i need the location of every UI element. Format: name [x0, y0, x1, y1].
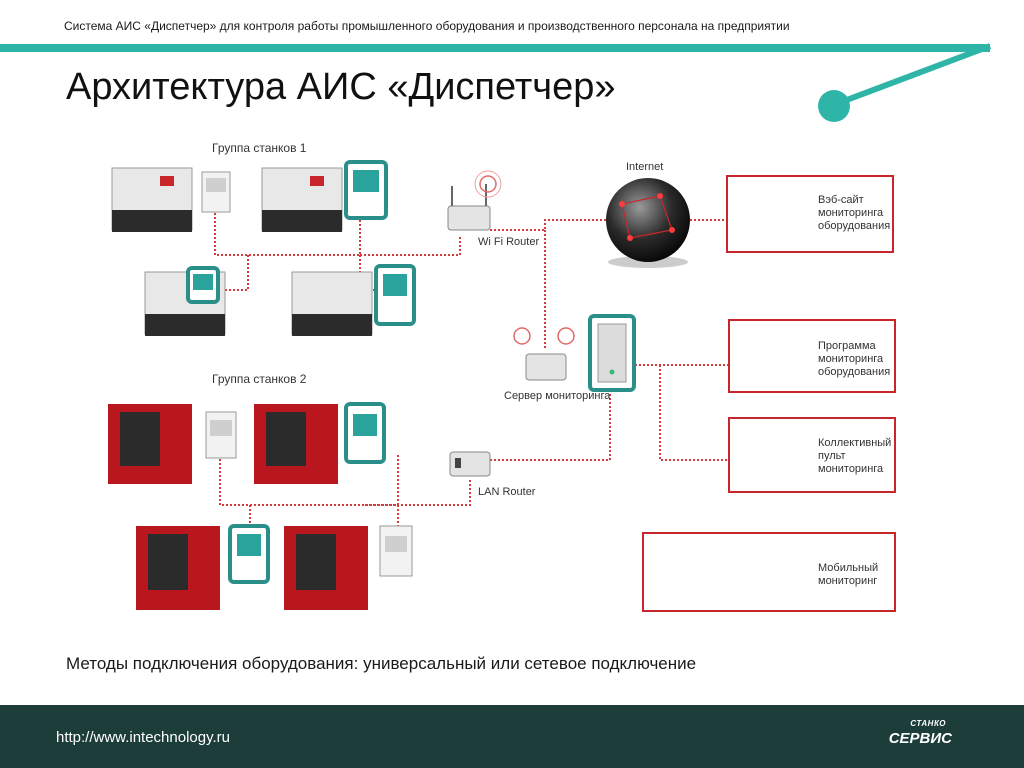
- teal-accent-line: [0, 43, 992, 122]
- client-mobile: Мобильный мониторинг: [642, 532, 896, 612]
- client-mobile-text: Мобильный мониторинг: [818, 562, 879, 587]
- wifi-router-label: Wi Fi Router: [478, 236, 540, 248]
- lan-router-label: LAN Router: [478, 486, 536, 498]
- logo-line2: СЕРВИС: [888, 730, 952, 747]
- client-website: Вэб-сайт мониторинга оборудования: [726, 175, 894, 253]
- page-title: Архитектура АИС «Диспетчер»: [66, 66, 616, 108]
- globe-icon: [606, 178, 690, 268]
- slide-subtitle: Система АИС «Диспетчер» для контроля раб…: [64, 19, 790, 33]
- network-links: [214, 205, 728, 535]
- methods-text: Методы подключения оборудования: универс…: [66, 654, 697, 673]
- website-link[interactable]: http://www.intechnology.ru: [56, 729, 230, 746]
- logo-line1: СТАНКО: [910, 719, 946, 728]
- internet-label: Internet: [626, 161, 664, 173]
- footer-bar: http://www.intechnology.ru СТАНКО СЕРВИС: [0, 705, 1024, 768]
- machine-group-2: [108, 402, 413, 610]
- group2-label: Группа станков 2: [212, 372, 307, 386]
- group1-label: Группа станков 1: [212, 141, 307, 155]
- client-program: Программа мониторинга оборудования: [728, 319, 896, 393]
- stankoservis-logo: СТАНКО СЕРВИС: [886, 719, 952, 755]
- client-collective-panel: Коллективный пульт мониторинга: [728, 417, 896, 493]
- server-icon: [513, 314, 636, 392]
- server-label: Сервер мониторинга: [504, 390, 611, 402]
- client-website-text: Вэб-сайт мониторинга оборудования: [818, 194, 891, 232]
- machine-group-1: [111, 160, 416, 336]
- lan-router-icon: [449, 451, 491, 477]
- wifi-router-icon: [447, 170, 502, 231]
- client-program-text: Программа мониторинга оборудования: [818, 340, 891, 378]
- client-collective-text: Коллективный пульт мониторинга: [818, 437, 892, 475]
